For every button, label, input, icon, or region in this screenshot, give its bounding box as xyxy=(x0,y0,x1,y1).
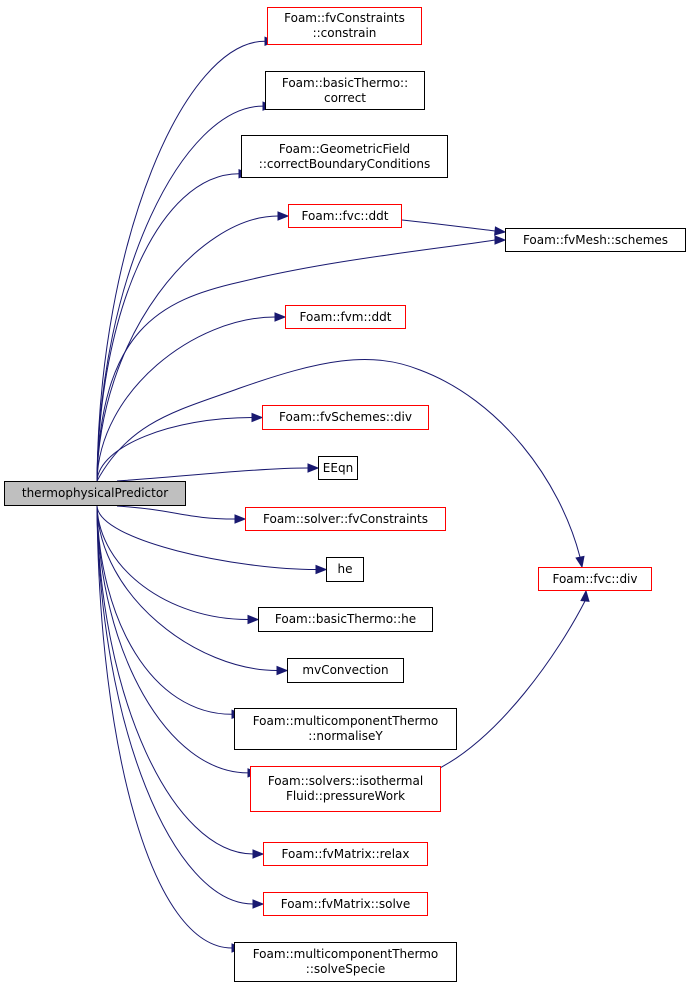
edge-root-to-constrain xyxy=(96,40,266,482)
node-label: he xyxy=(337,562,353,576)
edge-root-to-solverFvConstraints xyxy=(116,505,236,520)
edge-root-to-correct xyxy=(96,105,264,482)
edge-root-to-fvcddt xyxy=(96,215,279,482)
edge-root-to-relax-arrowhead xyxy=(252,849,265,859)
node-label: ::correctBoundaryConditions xyxy=(258,156,431,171)
edge-pressureWork-to-fvcDiv-arrowhead xyxy=(580,589,590,602)
node-label: Foam::fvConstraints xyxy=(284,11,405,25)
node-label: ::solveSpecie xyxy=(305,962,386,976)
graph-node-correctBC[interactable]: Foam::GeometricField::correctBoundaryCon… xyxy=(241,135,448,178)
edge-root-to-solve xyxy=(96,505,254,905)
node-label: Foam::fvSchemes::div xyxy=(279,410,412,424)
edge-root-to-fvmddt xyxy=(96,316,276,482)
edge-root-to-solverFvConstraints-arrowhead xyxy=(234,514,247,524)
node-label: Foam::multicomponentThermo xyxy=(252,947,439,961)
graph-node-fvSchemesDiv[interactable]: Foam::fvSchemes::div xyxy=(262,405,429,430)
graph-node-normaliseY[interactable]: Foam::multicomponentThermo::normaliseY xyxy=(234,708,457,750)
edge-root-to-normaliseY xyxy=(96,505,233,715)
node-label: Foam::fvc::ddt xyxy=(301,208,389,223)
graph-node-correct[interactable]: Foam::basicThermo::correct xyxy=(265,71,425,110)
edge-pressureWork-to-fvcDiv xyxy=(431,600,586,773)
node-label: Foam::fvm::ddt xyxy=(299,309,392,324)
edge-root-to-he xyxy=(96,505,317,570)
edge-root-to-relax xyxy=(96,505,254,855)
edge-fvcddt-to-schemes-arrowhead xyxy=(494,226,507,236)
node-label: ::constrain xyxy=(312,26,377,40)
edge-root-to-correctBC xyxy=(96,173,240,482)
graph-node-mvConvection[interactable]: mvConvection xyxy=(287,658,404,683)
edge-root-to-schemes xyxy=(96,239,496,482)
graph-node-solveSpecie[interactable]: Foam::multicomponentThermo::solveSpecie xyxy=(234,942,457,982)
node-label: correct xyxy=(323,90,367,105)
edge-root-to-fvcDiv xyxy=(96,359,581,558)
node-label: Foam::solver::fvConstraints xyxy=(263,511,428,526)
edge-root-to-fvSchemesDiv xyxy=(96,417,253,482)
edge-root-to-fvSchemesDiv-arrowhead xyxy=(251,412,264,423)
root-node-root: thermophysicalPredictor xyxy=(4,481,186,506)
edge-root-to-mvConvection xyxy=(96,505,278,671)
edge-root-to-solve-arrowhead xyxy=(252,899,265,909)
graph-node-he[interactable]: he xyxy=(326,557,364,582)
edge-root-to-EEqn-arrowhead xyxy=(307,463,320,473)
graph-node-constrain[interactable]: Foam::fvConstraints::constrain xyxy=(267,7,422,45)
edge-root-to-fvcDiv-arrowhead xyxy=(575,555,585,569)
graph-node-solve[interactable]: Foam::fvMatrix::solve xyxy=(263,892,428,916)
node-label: Fluid::pressureWork xyxy=(285,789,406,803)
node-label: Foam::basicThermo::he xyxy=(274,612,417,626)
node-label: thermophysicalPredictor xyxy=(21,486,169,500)
graph-node-solverFvConstraints[interactable]: Foam::solver::fvConstraints xyxy=(245,507,446,531)
node-label: mvConvection xyxy=(302,663,389,677)
graph-node-fvmddt[interactable]: Foam::fvm::ddt xyxy=(285,305,406,329)
graph-node-schemes[interactable]: Foam::fvMesh::schemes xyxy=(505,228,686,252)
node-label: Foam::GeometricField xyxy=(278,141,411,156)
node-label: Foam::fvc::div xyxy=(552,571,638,586)
graph-node-EEqn[interactable]: EEqn xyxy=(318,456,358,480)
graph-node-fvcDiv[interactable]: Foam::fvc::div xyxy=(538,567,652,591)
node-label: ::normaliseY xyxy=(308,729,383,743)
node-label: EEqn xyxy=(322,460,354,475)
graph-node-basicThermoHe[interactable]: Foam::basicThermo::he xyxy=(258,607,433,632)
edge-root-to-basicThermoHe xyxy=(96,505,249,620)
edge-root-to-mvConvection-arrowhead xyxy=(276,665,289,676)
node-label: Foam::fvMatrix::solve xyxy=(280,896,411,911)
node-label: Foam::multicomponentThermo xyxy=(252,714,439,728)
edge-fvcddt-to-schemes xyxy=(401,219,496,232)
edge-root-to-schemes-arrowhead xyxy=(494,235,507,245)
node-label: Foam::basicThermo:: xyxy=(281,75,409,90)
edge-root-to-he-arrowhead xyxy=(315,564,328,575)
edge-root-to-fvmddt-arrowhead xyxy=(274,312,287,322)
edge-root-to-solveSpecie xyxy=(96,505,233,949)
edge-root-to-pressureWork xyxy=(96,505,249,774)
node-label: Foam::fvMesh::schemes xyxy=(522,232,669,247)
edge-root-to-fvcddt-arrowhead xyxy=(277,211,290,221)
edge-root-to-basicThermoHe-arrowhead xyxy=(247,614,260,625)
edge-root-to-EEqn xyxy=(116,467,309,482)
node-label: Foam::fvMatrix::relax xyxy=(281,846,410,861)
node-label: Foam::solvers::isothermal xyxy=(267,774,424,788)
graph-node-relax[interactable]: Foam::fvMatrix::relax xyxy=(263,842,428,866)
graph-node-fvcddt[interactable]: Foam::fvc::ddt xyxy=(288,204,402,228)
